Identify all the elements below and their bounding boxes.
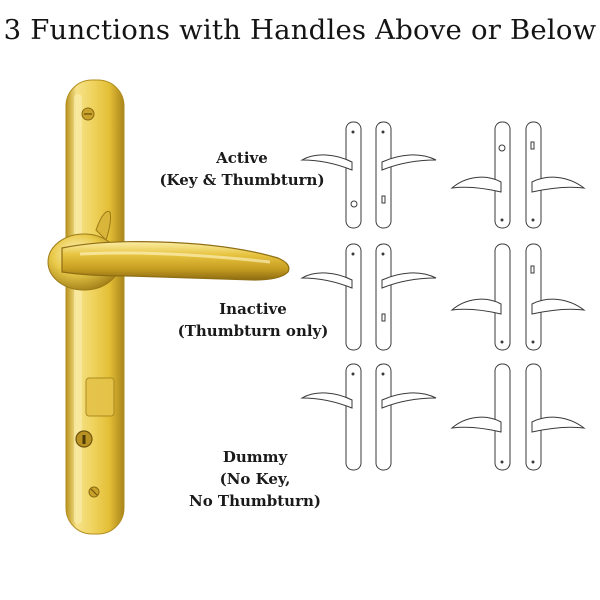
label-dummy-sub1: (No Key, xyxy=(219,470,291,488)
active-handles-above-diagram xyxy=(300,121,437,229)
dummy-handles-above-diagram xyxy=(300,363,437,471)
brass-handle-photo xyxy=(47,79,290,535)
lever-handle xyxy=(61,241,290,281)
label-inactive: Inactive (Thumbturn only) xyxy=(158,298,348,342)
function-diagrams xyxy=(300,121,586,471)
label-inactive-sub: (Thumbturn only) xyxy=(177,322,329,340)
top-screw-icon xyxy=(81,107,95,121)
dummy-handles-below-diagram xyxy=(450,363,586,471)
page-title: 3 Functions with Handles Above or Below xyxy=(3,14,597,46)
label-dummy-sub2: No Thumbturn) xyxy=(188,492,321,510)
inactive-handles-below-diagram xyxy=(450,243,586,351)
label-active-title: Active xyxy=(216,149,268,167)
active-handles-below-diagram xyxy=(450,121,586,229)
bottom-screw-icon xyxy=(88,486,100,498)
label-inactive-title: Inactive xyxy=(219,300,287,318)
inactive-handles-above-diagram xyxy=(300,243,437,351)
label-active: Active (Key & Thumbturn) xyxy=(147,147,337,191)
label-dummy: Dummy (No Key, No Thumbturn) xyxy=(160,446,350,512)
label-active-sub: (Key & Thumbturn) xyxy=(159,171,325,189)
label-dummy-title: Dummy xyxy=(222,448,288,466)
key-cylinder-icon xyxy=(75,430,93,448)
